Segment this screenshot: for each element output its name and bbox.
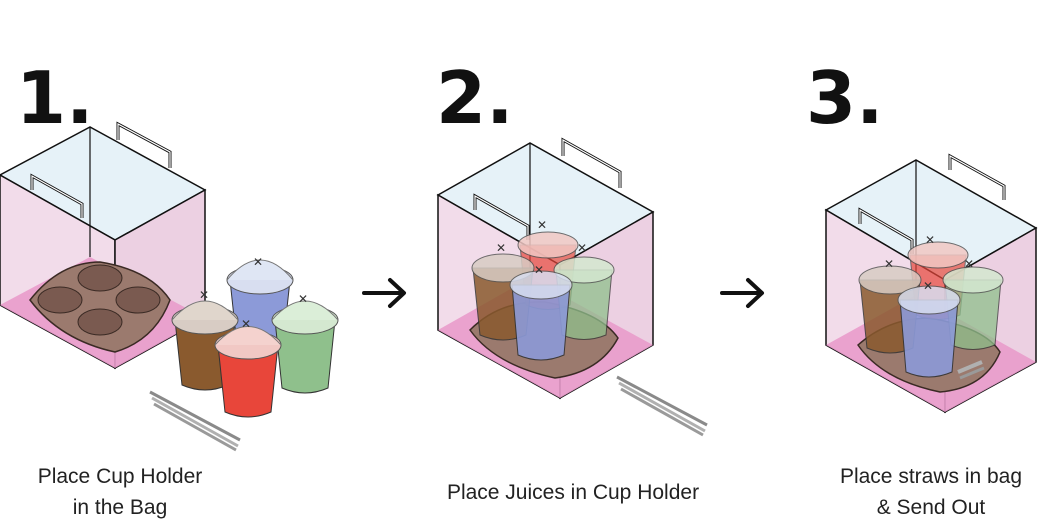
svg-text:✕: ✕ [534,263,544,277]
svg-text:✕: ✕ [241,317,251,331]
step-2-number: 2. [436,56,514,140]
arrow-1 [362,278,406,308]
svg-text:✕: ✕ [884,257,894,271]
svg-text:✕: ✕ [298,292,308,306]
svg-text:✕: ✕ [496,241,506,255]
svg-text:✕: ✕ [923,279,933,293]
svg-text:✕: ✕ [925,233,935,247]
step-1-straws-illustration [149,390,241,452]
step-1-bag-illustration [0,121,207,370]
svg-text:✕: ✕ [537,218,547,232]
step-3-straws-illustration [957,360,985,380]
step-3-cups-illustration: ✕ ✕ ✕ ✕ [858,233,1004,378]
step-1-caption-line-2: in the Bag [72,496,168,519]
step-3-number: 3. [806,56,884,140]
step-1-cups-illustration: ✕ ✕ ✕ ✕ [171,255,339,418]
step-1-caption: Place Cup Holder in the Bag [20,461,220,523]
step-2-cups-illustration: ✕ ✕ ✕ ✕ [471,218,615,361]
step-3-caption: Place straws in bag & Send Out [820,461,1042,523]
step-1-caption-line-1: Place Cup Holder [37,465,203,488]
step-2-straws-illustration [616,375,708,437]
svg-text:✕: ✕ [253,255,263,269]
step-1-number: 1. [16,56,94,140]
svg-text:✕: ✕ [199,288,209,302]
step-3-caption-line-1: Place straws in bag [839,465,1023,488]
step-2-caption: Place Juices in Cup Holder [446,481,700,504]
arrow-2 [720,278,764,308]
step-3-caption-line-2: & Send Out [876,496,986,519]
svg-text:✕: ✕ [577,241,587,255]
svg-text:✕: ✕ [964,257,974,271]
